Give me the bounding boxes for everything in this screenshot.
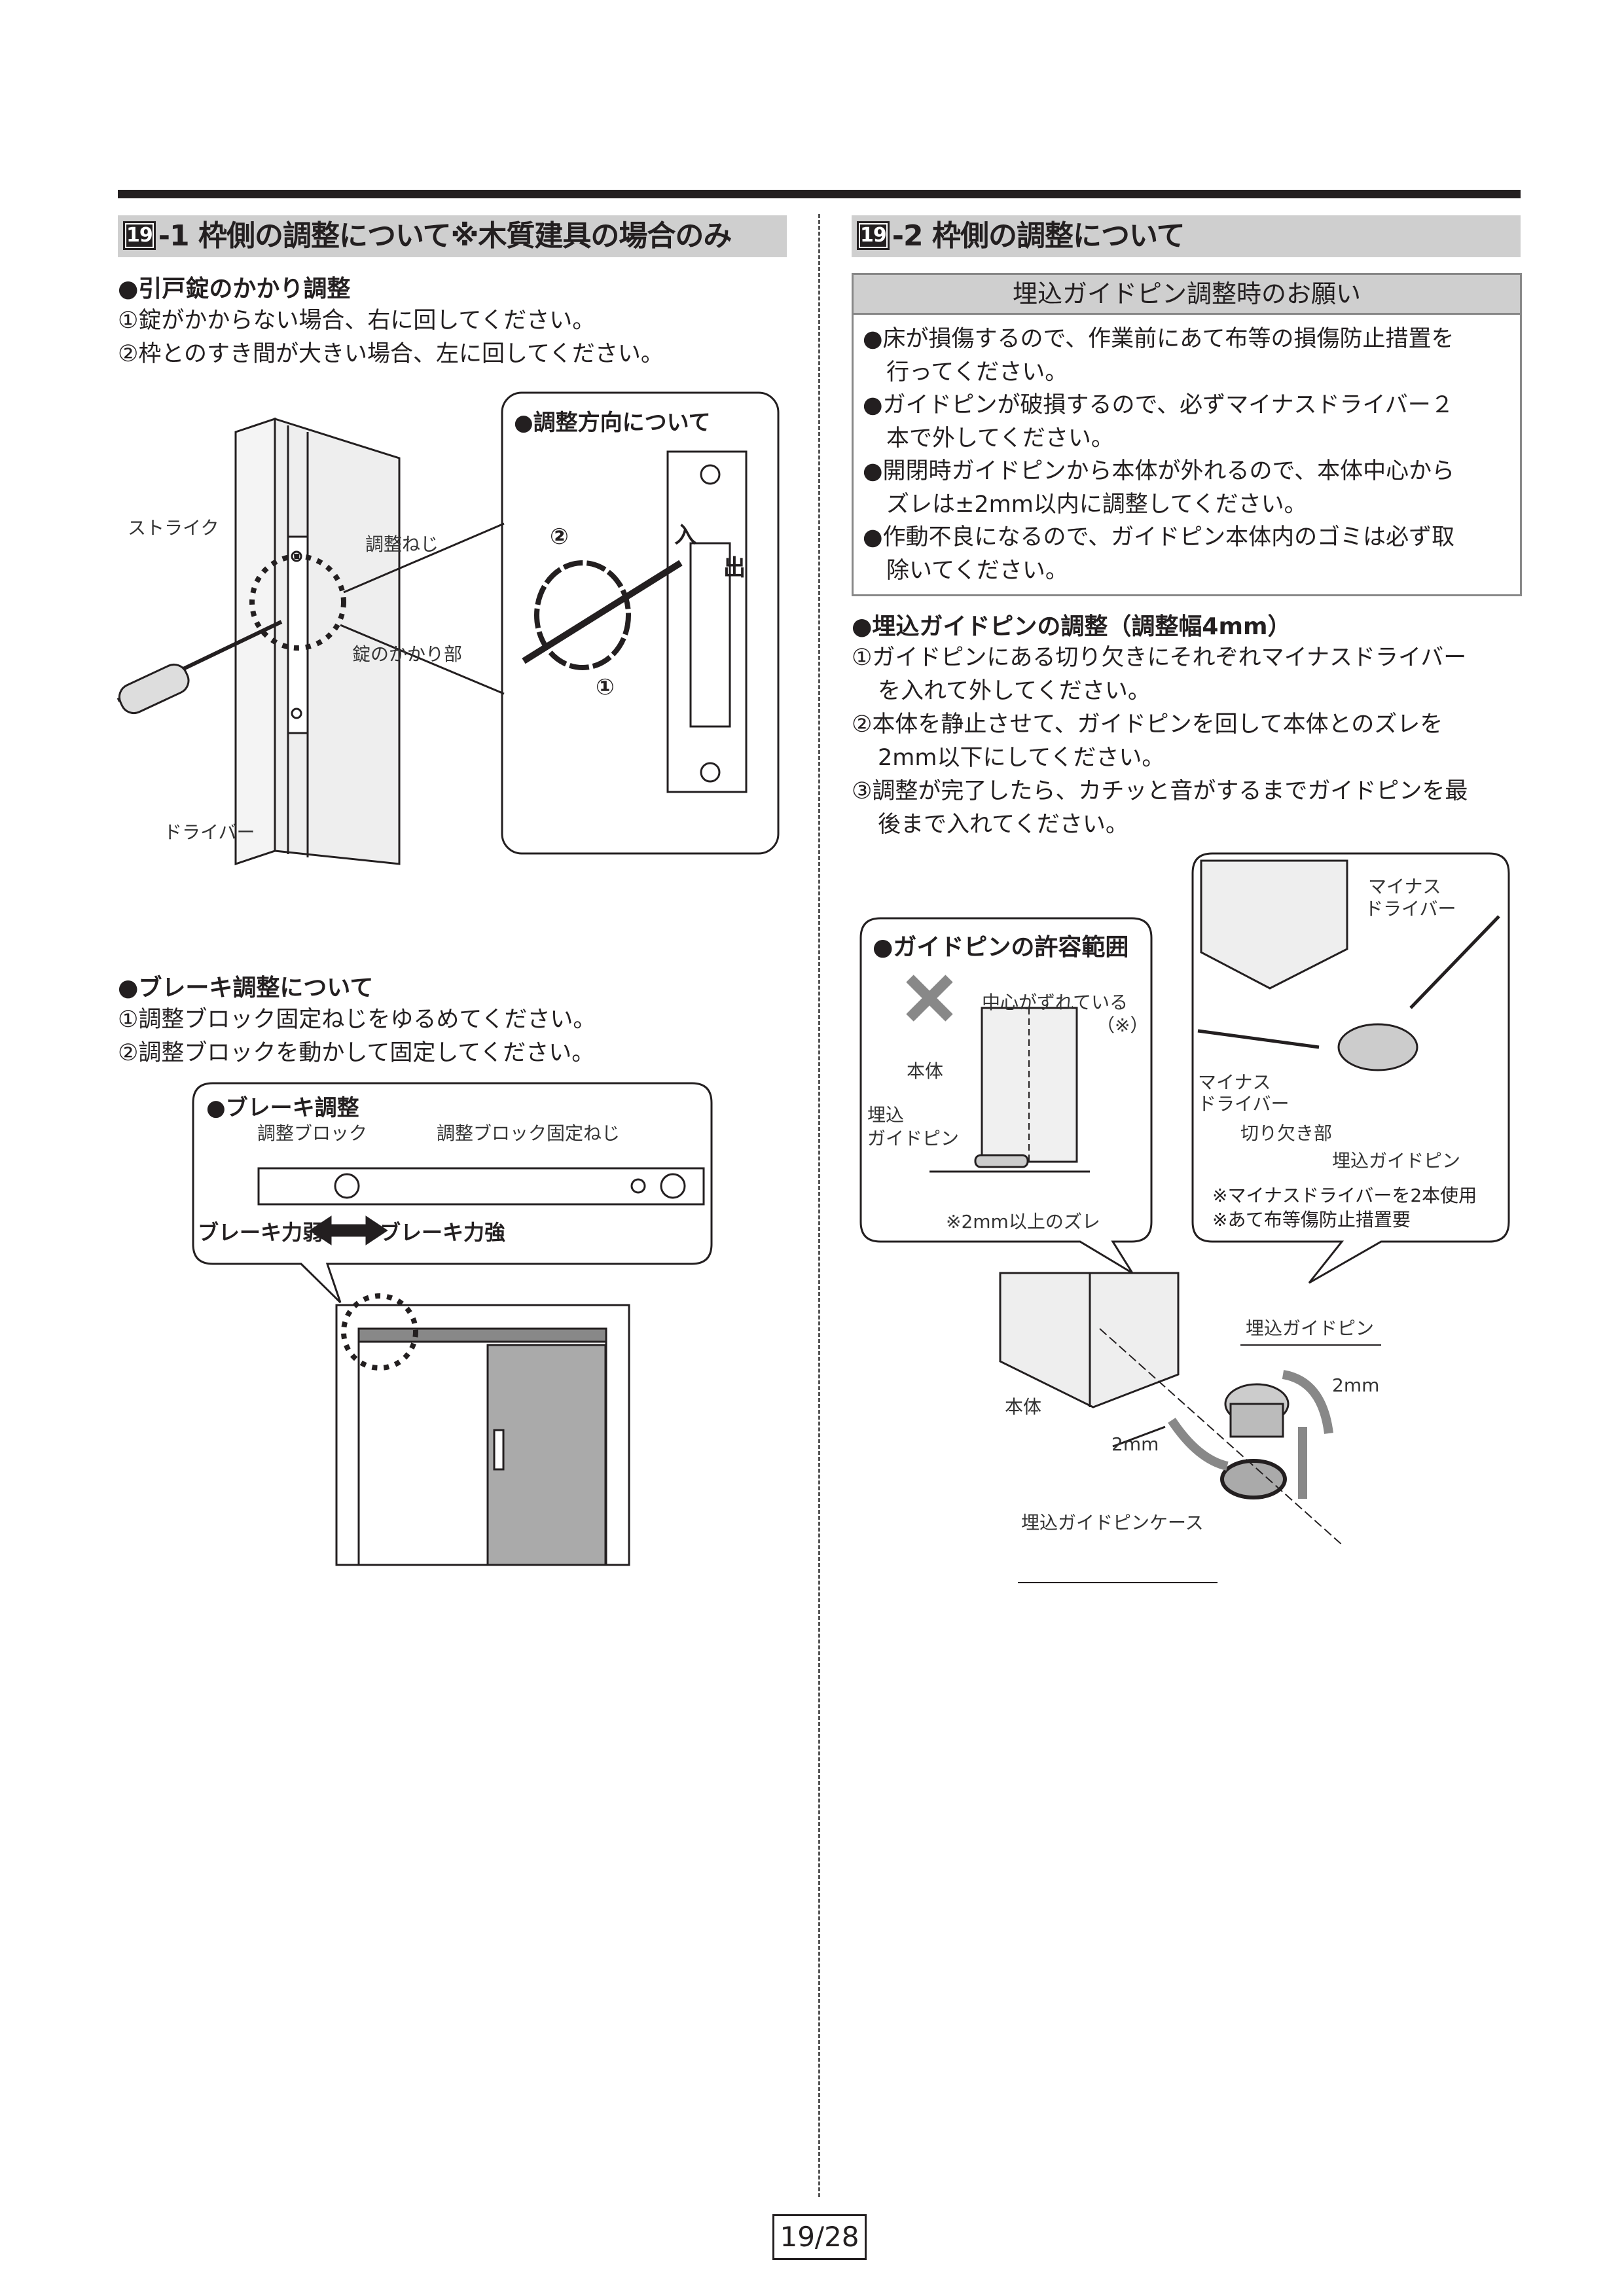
brake-heading: ●ブレーキ調整について bbox=[118, 975, 374, 1001]
label-adjust-screw: 調整ねじ bbox=[365, 533, 439, 555]
label-body: 本体 bbox=[907, 1060, 944, 1082]
section-title: -1 枠側の調整について※木質建具の場合のみ bbox=[158, 219, 732, 253]
label-2mm-b: 2mm bbox=[1332, 1374, 1380, 1396]
note-two-drivers: ※マイナスドライバーを2本使用 bbox=[1212, 1185, 1477, 1206]
label-brake-weak: ブレーキ力弱 bbox=[198, 1220, 324, 1245]
mark-2: ② bbox=[550, 524, 569, 550]
lock-steps: ①錠がかからない場合、右に回してください。 ②枠とのすき間が大きい場合、左に回し… bbox=[118, 304, 664, 371]
section-number: 19 bbox=[123, 221, 156, 250]
label-assembly-body: 本体 bbox=[1005, 1396, 1042, 1418]
notice-item: ●作動不良になるので、ガイドピン本体内のゴミは必ず取除いてください。 bbox=[863, 524, 1455, 584]
brake-callout-title: ●ブレーキ調整 bbox=[206, 1095, 359, 1121]
label-driver-1a: マイナス bbox=[1368, 876, 1441, 897]
guide-pin-steps: ①ガイドピンにある切り欠きにそれぞれマイナスドライバー を入れて外してください。… bbox=[852, 641, 1468, 842]
label-block-screw: 調整ブロック固定ねじ bbox=[437, 1122, 621, 1144]
step: ③調整が完了したら、カチッと音がするまでガイドピンを最 bbox=[852, 778, 1468, 804]
label-driver-1b: ドライバー bbox=[1365, 898, 1456, 920]
label-adjust-block: 調整ブロック bbox=[257, 1122, 368, 1144]
step-cont: 後まで入れてください。 bbox=[878, 812, 1128, 838]
notice-box: 埋込ガイドピン調整時のお願い ●床が損傷するので、作業前にあて布等の損傷防止措置… bbox=[852, 273, 1522, 596]
brake-steps: ①調整ブロック固定ねじをゆるめてください。 ②調整ブロックを動かして固定してくだ… bbox=[118, 1003, 596, 1070]
label-2mm-offset: ※2mm以上のズレ bbox=[946, 1211, 1100, 1232]
frame-illustration bbox=[117, 417, 505, 866]
label-strike: ストライク bbox=[128, 517, 219, 539]
section-number: 19 bbox=[857, 221, 890, 250]
label-catch: 錠のかかり部 bbox=[352, 643, 463, 665]
label-pin-1: 埋込 bbox=[867, 1104, 905, 1126]
step: ②本体を静止させて、ガイドピンを回して本体とのズレを bbox=[852, 711, 1443, 738]
lock-heading: ●引戸錠のかかり調整 bbox=[118, 276, 351, 302]
brake-callout bbox=[192, 1082, 713, 1304]
label-driver-2b: ドライバー bbox=[1198, 1093, 1290, 1115]
section-heading-19-1: 19-1 枠側の調整について※木質建具の場合のみ bbox=[118, 215, 787, 257]
assembly-illustration bbox=[999, 1272, 1381, 1583]
guide-pin-heading: ●埋込ガイドピンの調整（調整幅4mm） bbox=[852, 613, 1291, 640]
step: ①錠がかからない場合、右に回してください。 bbox=[118, 308, 596, 334]
label-out: 出 bbox=[723, 555, 746, 581]
removal-callout bbox=[1191, 852, 1510, 1284]
label-driver: ドライバー bbox=[164, 821, 255, 843]
step-cont: 2mm以下にしてください。 bbox=[878, 745, 1165, 771]
step-cont: を入れて外してください。 bbox=[878, 678, 1151, 704]
tolerance-title: ●ガイドピンの許容範囲 bbox=[873, 934, 1129, 961]
step: ①ガイドピンにある切り欠きにそれぞれマイナスドライバー bbox=[852, 645, 1467, 671]
mark-1: ① bbox=[596, 674, 615, 700]
label-2mm-a: 2mm bbox=[1111, 1433, 1159, 1455]
notice-item: ●開閉時ガイドピンから本体が外れるので、本体中心からズレは±2mm以内に調整して… bbox=[863, 458, 1455, 518]
notice-item: ●床が損傷するので、作業前にあて布等の損傷防止措置を行ってください。 bbox=[863, 326, 1454, 386]
note-cloth: ※あて布等傷防止措置要 bbox=[1212, 1209, 1411, 1230]
label-pin-case: 埋込ガイドピンケース bbox=[1021, 1512, 1204, 1534]
step: ②調整ブロックを動かして固定してください。 bbox=[118, 1040, 595, 1066]
label-offcenter: 中心がずれている bbox=[982, 992, 1128, 1013]
label-guide-pin: 埋込ガイドピン bbox=[1332, 1150, 1461, 1172]
section-title: -2 枠側の調整について bbox=[892, 219, 1185, 253]
label-notch: 切り欠き部 bbox=[1240, 1122, 1333, 1144]
lock-callout bbox=[501, 391, 780, 855]
label-note-mark: （※） bbox=[1096, 1014, 1149, 1036]
notice-title: 埋込ガイドピン調整時のお願い bbox=[854, 275, 1520, 315]
door-illustration bbox=[335, 1293, 630, 1566]
step: ②枠とのすき間が大きい場合、左に回してください。 bbox=[118, 341, 664, 367]
label-brake-strong: ブレーキ力強 bbox=[380, 1220, 506, 1245]
label-driver-2a: マイナス bbox=[1198, 1071, 1271, 1093]
label-pin-2: ガイドピン bbox=[867, 1128, 960, 1149]
section-heading-19-2: 19-2 枠側の調整について bbox=[852, 215, 1521, 257]
column-divider bbox=[818, 214, 820, 2197]
tolerance-callout bbox=[859, 917, 1153, 1274]
lock-callout-title: ●調整方向について bbox=[514, 410, 711, 436]
label-in: 入 bbox=[674, 522, 696, 548]
page-number: 19/28 bbox=[772, 2214, 867, 2260]
step: ①調整ブロック固定ねじをゆるめてください。 bbox=[118, 1007, 596, 1033]
label-assembly-pin: 埋込ガイドピン bbox=[1246, 1318, 1375, 1339]
top-rule bbox=[118, 190, 1521, 198]
